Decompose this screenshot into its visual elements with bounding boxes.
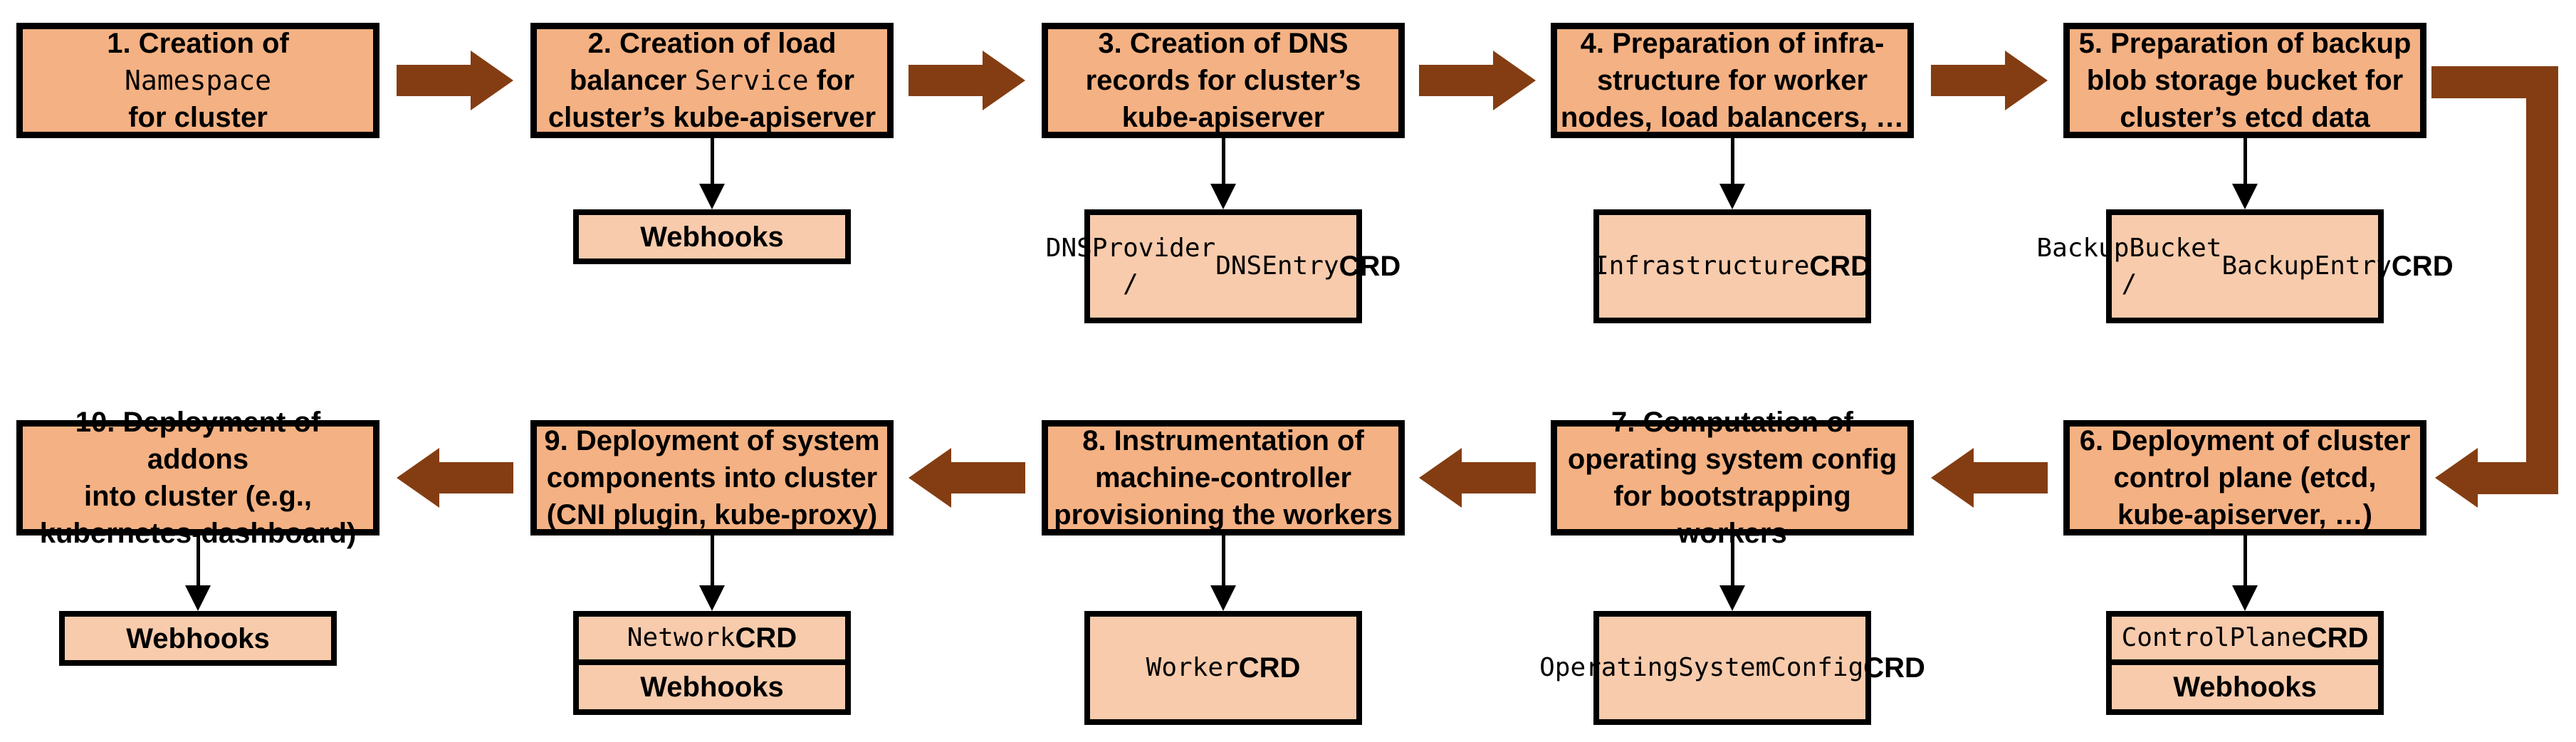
- step-6-crd-box: ControlPlane CRD: [2106, 611, 2384, 665]
- elbow-arrow-vertical-bar-icon: [2526, 66, 2558, 494]
- connector-arrowhead-icon: [699, 184, 725, 209]
- step-5-crd-box: BackupBucket /BackupEntry CRD: [2036, 209, 2454, 323]
- flow-arrow-right-3-4-icon: [1419, 51, 1536, 110]
- step-10-webhooks-box: Webhooks: [59, 611, 337, 666]
- flow-arrow-left-9-10-icon: [397, 448, 513, 508]
- connector-line: [1731, 138, 1734, 184]
- connector-line: [2243, 138, 2247, 184]
- step-9-webhooks-box: Webhooks: [573, 659, 851, 715]
- step-9-crd-box: Network CRD: [573, 611, 851, 665]
- connector-arrowhead-icon: [2232, 585, 2258, 611]
- connector-line: [1222, 535, 1225, 585]
- connector-arrowhead-icon: [1719, 585, 1745, 611]
- connector-arrowhead-icon: [1719, 184, 1745, 209]
- connector-arrowhead-icon: [1210, 585, 1236, 611]
- elbow-arrow-bottom-bar-icon: [2478, 462, 2558, 494]
- step-2-webhooks-box: Webhooks: [573, 209, 851, 264]
- connector-line: [1222, 138, 1225, 184]
- elbow-arrowhead-left-icon: [2435, 448, 2478, 508]
- step-4-box: 4. Preparation of infra-structure for wo…: [1551, 23, 1914, 138]
- flow-arrow-right-4-5-icon: [1931, 51, 2048, 110]
- connector-arrowhead-icon: [1210, 184, 1236, 209]
- connector-line: [711, 535, 714, 585]
- connector-arrowhead-icon: [699, 585, 725, 611]
- connector-arrowhead-icon: [185, 585, 211, 611]
- flow-arrow-right-1-2-icon: [397, 51, 513, 110]
- step-4-title: 4. Preparation of infra-structure for wo…: [1560, 28, 1905, 133]
- connector-line: [1731, 535, 1734, 585]
- step-6-webhooks-box: Webhooks: [2106, 659, 2384, 715]
- connector-arrowhead-icon: [2232, 184, 2258, 209]
- step-3-crd-box: DNSProvider /DNSEntry CRD: [1046, 209, 1400, 323]
- flow-arrow-left-6-7-icon: [1931, 448, 2048, 508]
- flow-arrow-right-2-3-icon: [909, 51, 1025, 110]
- connector-line: [197, 535, 200, 585]
- flow-arrow-left-7-8-icon: [1419, 448, 1536, 508]
- flow-arrow-left-8-9-icon: [909, 448, 1025, 508]
- connector-line: [711, 138, 714, 184]
- connector-line: [2243, 535, 2247, 585]
